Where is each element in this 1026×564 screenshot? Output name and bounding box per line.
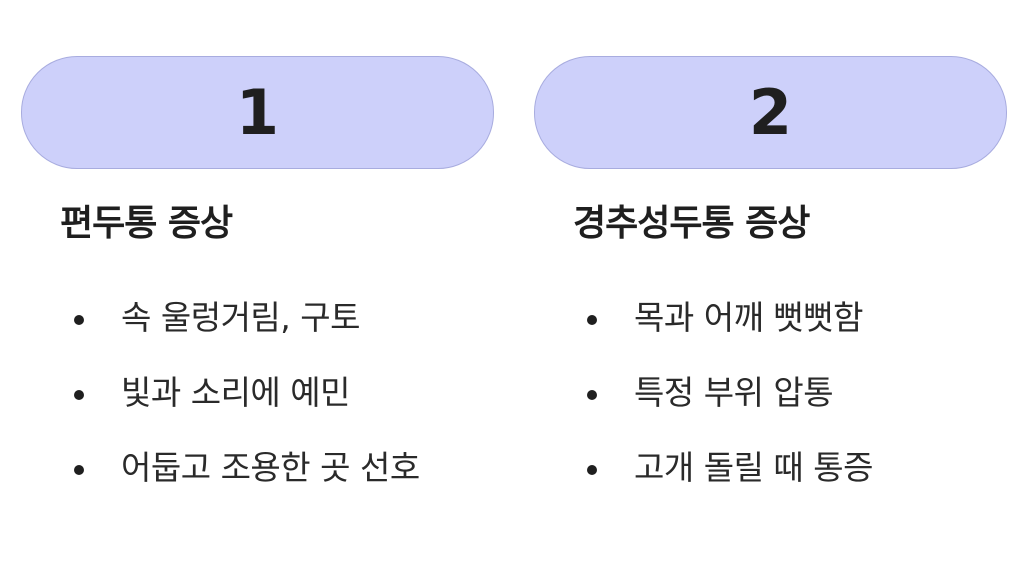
column-heading: 경추성두통 증상	[573, 203, 810, 244]
column-number: 1	[235, 75, 280, 149]
column-number: 2	[748, 75, 793, 149]
number-pill: 2	[534, 56, 1007, 169]
bullet-icon	[74, 389, 84, 400]
bullet-icon	[74, 314, 84, 325]
bullet-icon	[587, 389, 597, 400]
list-item-text: 목과 어깨 뻣뻣함	[634, 298, 864, 337]
bullet-icon	[74, 464, 84, 475]
column-heading: 편두통 증상	[60, 203, 233, 244]
list-item-text: 속 울렁거림, 구토	[121, 298, 361, 337]
list-item-text: 어둡고 조용한 곳 선호	[121, 448, 420, 487]
bullet-icon	[587, 464, 597, 475]
number-pill: 1	[21, 56, 494, 169]
list-item-text: 고개 돌릴 때 통증	[634, 448, 874, 487]
bullet-icon	[587, 314, 597, 325]
list-item-text: 빛과 소리에 예민	[121, 373, 351, 412]
list-item-text: 특정 부위 압통	[634, 373, 834, 412]
